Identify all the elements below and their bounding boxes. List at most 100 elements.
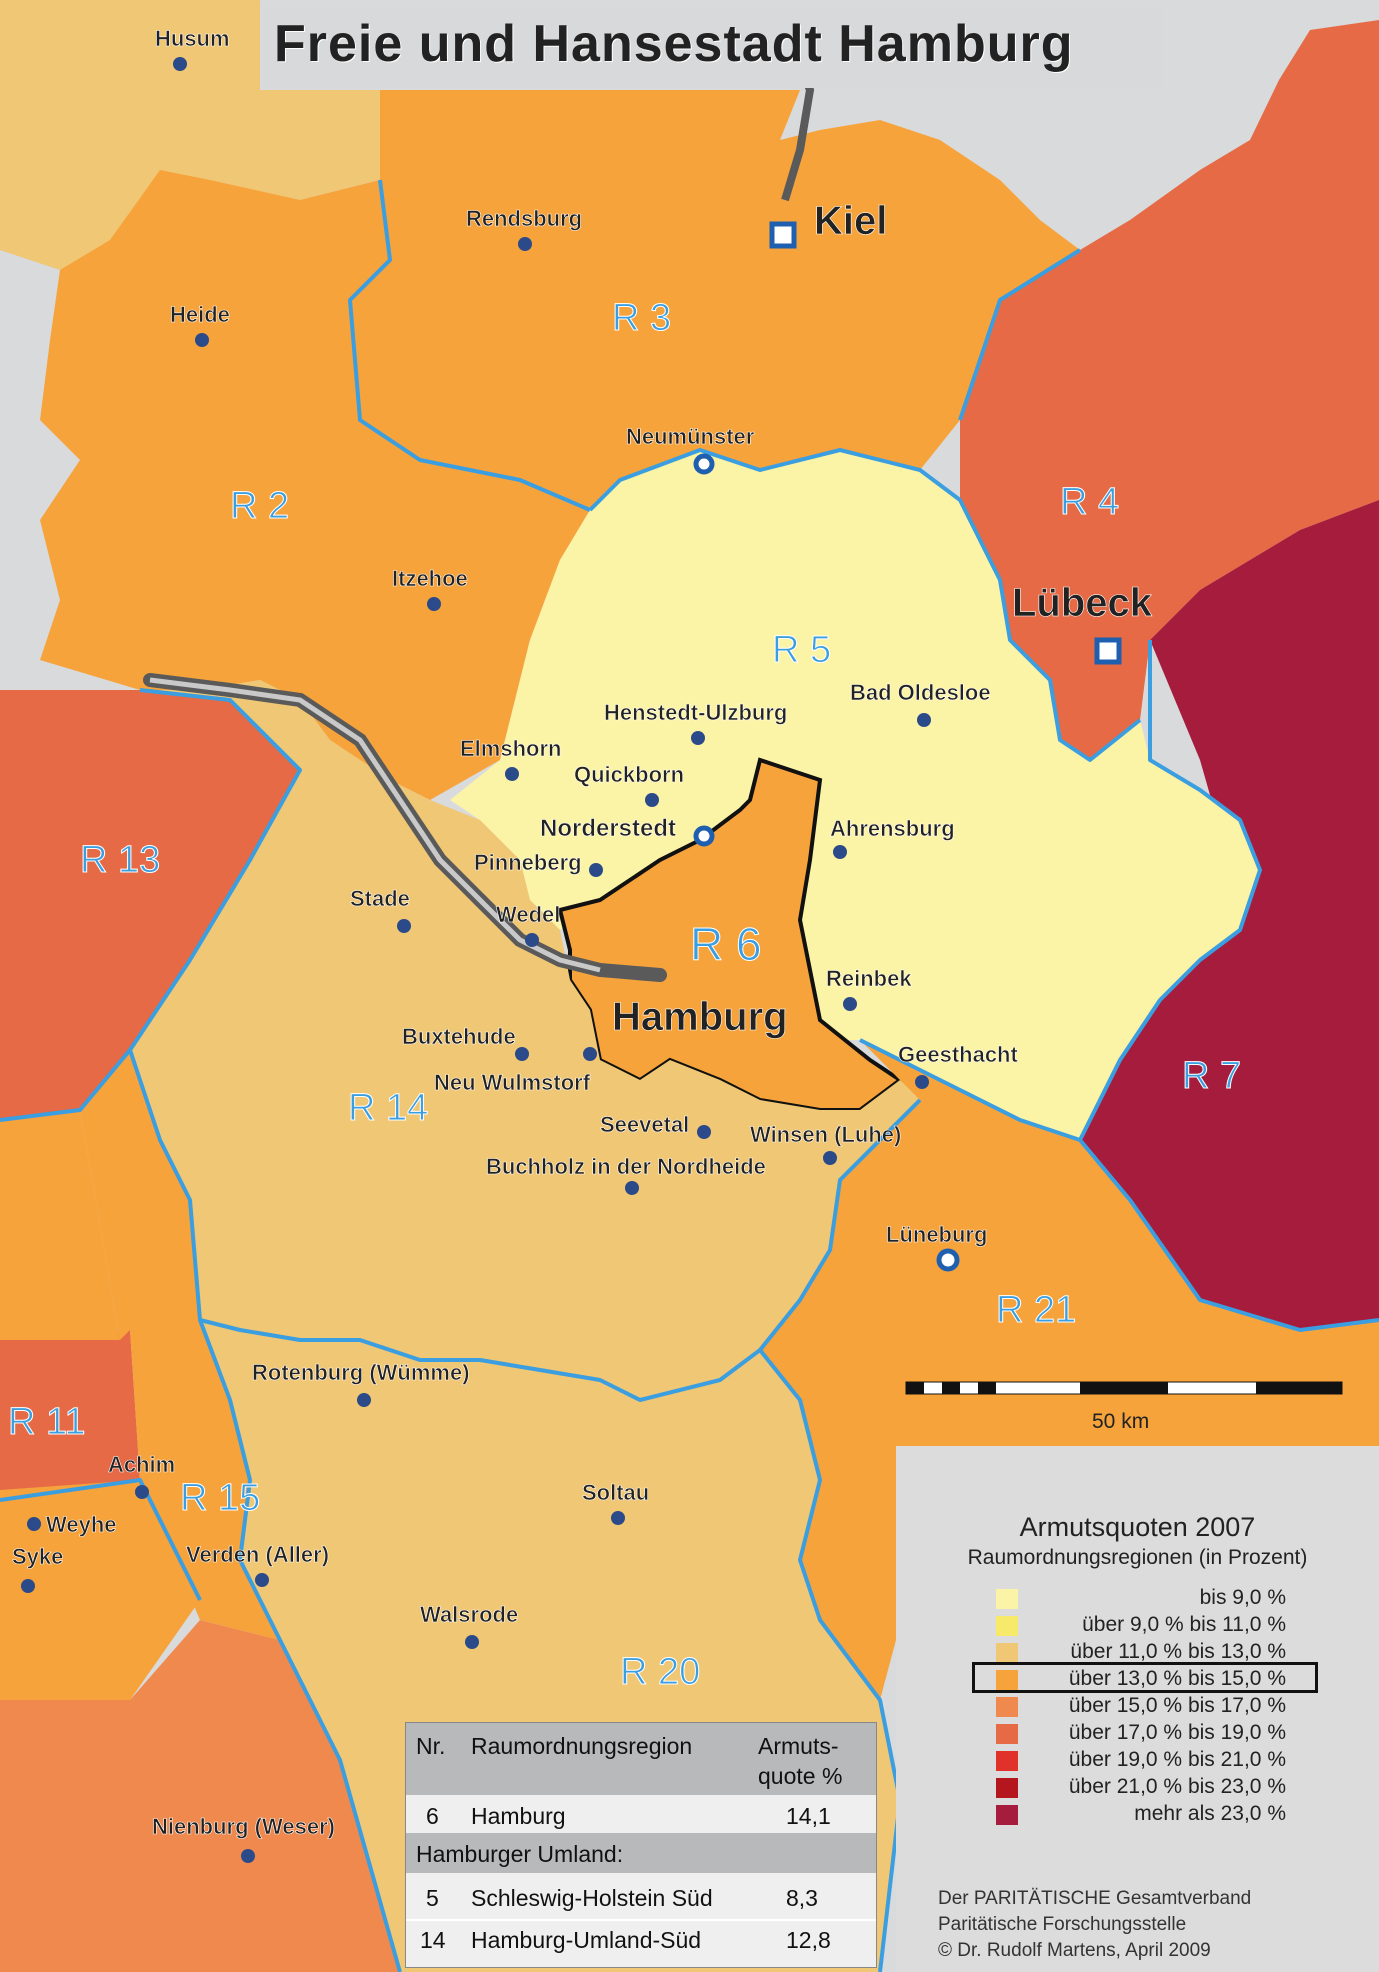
city-label-heide: Heide xyxy=(170,302,230,327)
legend-title: Armutsquoten 2007 xyxy=(1019,1512,1256,1542)
city-label-soltau: Soltau xyxy=(582,1480,649,1505)
city-label-stade: Stade xyxy=(350,886,410,911)
city-label-kiel: Kiel xyxy=(814,199,887,243)
city-square-kiel xyxy=(769,221,797,249)
city-dot-heide xyxy=(195,333,209,347)
city-dot-seevetal xyxy=(697,1125,711,1139)
region-label-r11: R 11 xyxy=(8,1401,85,1443)
city-dot-geesthacht xyxy=(915,1075,929,1089)
map-title: Freie und Hansestadt Hamburg xyxy=(274,15,1074,73)
legend-item: über 13,0 % bis 15,0 % xyxy=(996,1667,1286,1694)
city-label-ahrensburg: Ahrensburg xyxy=(830,816,955,841)
city-label-verden: Verden (Aller) xyxy=(186,1542,329,1567)
legend-item: über 17,0 % bis 19,0 % xyxy=(996,1721,1286,1748)
legend-label: über 13,0 % bis 15,0 % xyxy=(1068,1667,1286,1690)
legend-item: über 9,0 % bis 11,0 % xyxy=(996,1613,1286,1640)
legend-swatch xyxy=(996,1724,1018,1744)
row-sh-sued-region: Schleswig-Holstein Süd xyxy=(471,1885,713,1911)
city-dot-ahrensburg xyxy=(833,845,847,859)
city-label-nienburg: Nienburg (Weser) xyxy=(152,1814,335,1839)
scale-label: 50 km xyxy=(1092,1410,1149,1433)
legend-label: über 21,0 % bis 23,0 % xyxy=(1068,1775,1286,1798)
region-label-r5: R 5 xyxy=(772,629,831,671)
legend-swatch xyxy=(996,1751,1018,1771)
city-label-walsrode: Walsrode xyxy=(420,1602,518,1627)
row-sh-sued-nr: 5 xyxy=(426,1885,439,1911)
header-region: Raumordnungsregion xyxy=(471,1733,693,1759)
legend-label: über 11,0 % bis 13,0 % xyxy=(1070,1640,1286,1663)
city-dot-verden xyxy=(255,1573,269,1587)
region-label-r7: R 7 xyxy=(1182,1055,1241,1097)
city-square-luebeck xyxy=(1094,637,1122,665)
city-label-bad-oldesloe: Bad Oldesloe xyxy=(850,680,991,705)
legend-item: über 11,0 % bis 13,0 % xyxy=(996,1640,1286,1667)
legend-swatch xyxy=(996,1805,1018,1825)
city-dot-husum xyxy=(173,57,187,71)
city-label-syke: Syke xyxy=(12,1544,63,1569)
city-dot-achim xyxy=(135,1485,149,1499)
legend: Armutsquoten 2007 Raumordnungsregionen (… xyxy=(896,1446,1379,1972)
city-dot-neu-wulmstorf xyxy=(583,1047,597,1061)
legend-label: bis 9,0 % xyxy=(1199,1586,1286,1609)
city-dot-soltau xyxy=(611,1511,625,1525)
legend-label: über 9,0 % bis 11,0 % xyxy=(1082,1613,1286,1636)
city-label-geesthacht: Geesthacht xyxy=(898,1042,1018,1067)
city-ring-neumuenster xyxy=(693,453,715,475)
table-header xyxy=(406,1723,876,1795)
city-dot-rendsburg xyxy=(518,237,532,251)
credits: Der PARITÄTISCHE Gesamtverband Paritätis… xyxy=(938,1886,1251,1964)
region-r11-area xyxy=(0,1330,140,1500)
city-label-luebeck: Lübeck xyxy=(1012,581,1153,625)
city-dot-nienburg xyxy=(241,1849,255,1863)
legend-item: über 21,0 % bis 23,0 % xyxy=(996,1775,1286,1802)
city-label-elmshorn: Elmshorn xyxy=(460,736,561,761)
city-dot-weyhe xyxy=(27,1517,41,1531)
legend-swatch xyxy=(996,1670,1018,1690)
region-r15-area xyxy=(80,1050,280,1640)
region-label-r14: R 14 xyxy=(348,1087,428,1129)
row-hamburg-region: Hamburg xyxy=(471,1803,566,1829)
row-hh-sued-region: Hamburg-Umland-Süd xyxy=(471,1927,702,1953)
city-dot-rotenburg xyxy=(357,1393,371,1407)
region-table: Nr. Raumordnungsregion Armuts- quote % 6… xyxy=(405,1722,877,1968)
city-dot-syke xyxy=(21,1579,35,1593)
city-label-neu-wulmstorf: Neu Wulmstorf xyxy=(434,1070,591,1095)
title-box xyxy=(262,8,1162,88)
legend-label: über 19,0 % bis 21,0 % xyxy=(1068,1748,1286,1771)
city-dot-pinneberg xyxy=(589,863,603,877)
city-dot-itzehoe xyxy=(427,597,441,611)
city-dot-buchholz xyxy=(625,1181,639,1195)
city-label-henstedt: Henstedt-Ulzburg xyxy=(604,700,787,725)
credits-line-3: © Dr. Rudolf Martens, April 2009 xyxy=(938,1940,1211,1961)
row-hamburg-nr: 6 xyxy=(426,1803,439,1829)
legend-item: bis 9,0 % xyxy=(996,1586,1286,1613)
legend-item: über 15,0 % bis 17,0 % xyxy=(996,1694,1286,1721)
row-hamburg-quote: 14,1 xyxy=(786,1803,831,1829)
region-label-r6: R 6 xyxy=(690,918,762,970)
city-label-hamburg: Hamburg xyxy=(612,995,788,1039)
city-label-itzehoe: Itzehoe xyxy=(392,566,468,591)
legend-swatch xyxy=(996,1616,1018,1636)
header-quote-2: quote % xyxy=(758,1763,843,1789)
city-dot-buxtehude xyxy=(515,1047,529,1061)
city-dot-wedel xyxy=(525,933,539,947)
region-label-r15: R 15 xyxy=(180,1477,260,1519)
region-r3-area xyxy=(350,90,1080,510)
city-markers xyxy=(21,57,1122,1863)
row-sh-sued-quote: 8,3 xyxy=(786,1885,818,1911)
region-label-r21: R 21 xyxy=(996,1289,1076,1331)
city-label-reinbek: Reinbek xyxy=(826,966,912,991)
city-label-weyhe: Weyhe xyxy=(46,1512,117,1537)
city-label-winsen: Winsen (Luhe) xyxy=(750,1122,901,1147)
city-label-pinneberg: Pinneberg xyxy=(474,850,582,875)
legend-label: über 15,0 % bis 17,0 % xyxy=(1068,1694,1286,1717)
city-dot-elmshorn xyxy=(505,767,519,781)
scale-bar: 50 km xyxy=(905,1381,1343,1433)
region-label-r13: R 13 xyxy=(80,839,160,881)
legend-label: über 17,0 % bis 19,0 % xyxy=(1068,1721,1286,1744)
city-label-neumuenster: Neumünster xyxy=(626,424,755,449)
city-dot-stade xyxy=(397,919,411,933)
city-ring-norderstedt xyxy=(693,825,715,847)
city-dot-quickborn xyxy=(645,793,659,807)
region-r21-area xyxy=(760,1040,1379,1700)
